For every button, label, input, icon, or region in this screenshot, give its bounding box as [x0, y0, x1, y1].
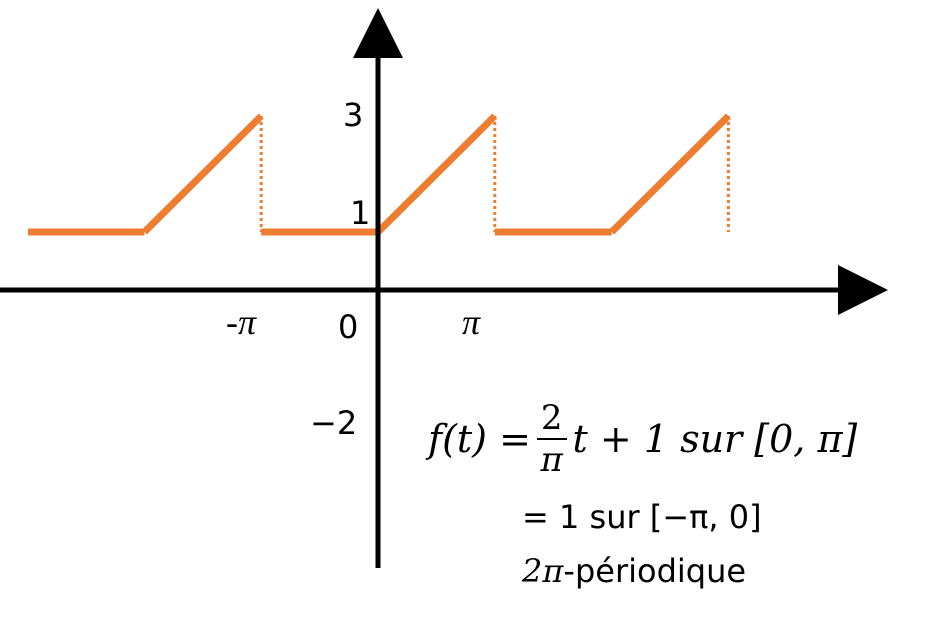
- fraction-numerator: 2: [536, 398, 567, 440]
- formula-line-3-suffix: -périodique: [563, 552, 747, 590]
- y-tick-label-3: 3: [343, 96, 363, 134]
- curve-layer: [28, 113, 731, 236]
- formula-line-3: 2π-périodique: [522, 552, 746, 590]
- curve-segment-3: [375, 113, 498, 235]
- curve-segment-5: [609, 113, 731, 235]
- formula-line-3-prefix: 2π: [522, 552, 564, 590]
- formula-main: f(t) = 2 π t + 1 sur [0, π]: [428, 398, 857, 480]
- formula-line-2: = 1 sur [−π, 0]: [522, 498, 762, 536]
- fraction-denominator: π: [540, 440, 563, 480]
- formula-fraction: 2 π: [536, 398, 567, 480]
- x-tick-label-minus-pi: -π: [226, 302, 257, 342]
- y-tick-label-minus-2: −2: [310, 404, 357, 442]
- formula-rhs: t + 1 sur [0, π]: [572, 417, 858, 461]
- x-tick-label-0: 0: [338, 308, 358, 346]
- curve-segment-1: [141, 113, 264, 235]
- x-tick-label-pi: π: [462, 302, 481, 342]
- formula-lhs: f(t) =: [428, 417, 531, 461]
- y-tick-label-1: 1: [350, 194, 370, 232]
